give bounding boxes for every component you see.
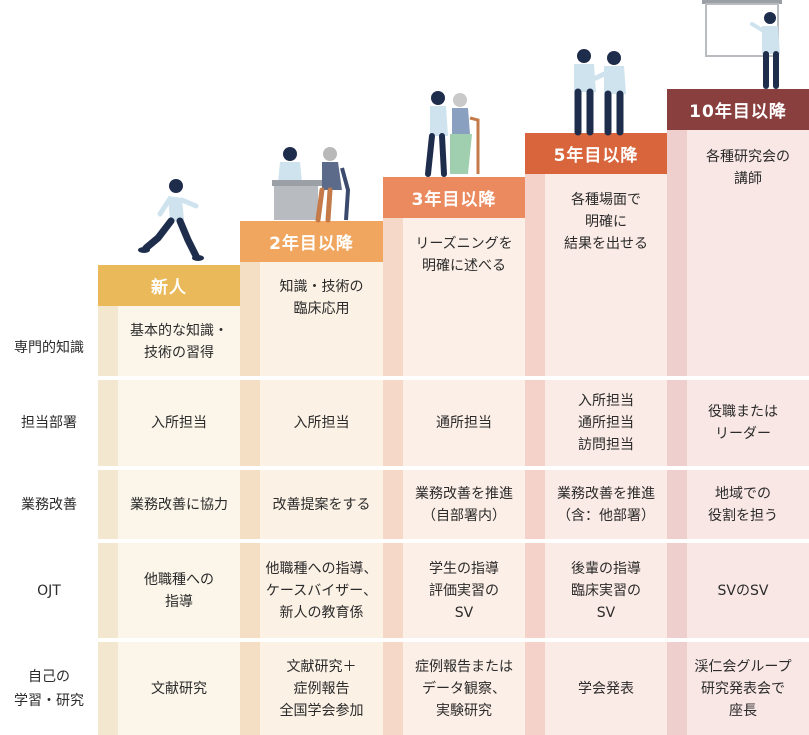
column-background-2 (240, 221, 383, 735)
knowledge-text-5: 各種研究会の 講師 (706, 149, 790, 187)
row-divider (0, 638, 809, 642)
row-divider (0, 466, 809, 470)
cell-ojt-4: 後輩の指導 臨床実習の SV (571, 560, 641, 621)
row-divider (0, 376, 809, 380)
column-background-5 (667, 89, 809, 735)
assisting-elderly-icon (425, 91, 480, 177)
knowledge-text-1: 基本的な知識・ 技術の習得 (130, 323, 228, 361)
cell-ojt-3: 学生の指導 評価実習の SV (429, 560, 499, 621)
knowledge-text-3: リーズニングを 明確に述べる (415, 236, 513, 274)
cell-self-study-3: 症例報告または データ観察、 実験研究 (415, 658, 513, 719)
cell-department-4: 入所担当 通所担当 訪問担当 (578, 393, 634, 453)
cell-improvement-5: 地域での 役割を担う (708, 485, 778, 524)
row-label-knowledge: 専門的知識 (14, 340, 84, 356)
consultation-icon (272, 147, 351, 223)
cell-self-study-4: 学会発表 (578, 680, 634, 697)
cell-ojt-1: 他職種への 指導 (144, 571, 214, 610)
running-person-icon (138, 179, 204, 261)
header-2nen: 2年目以降 (240, 221, 383, 262)
header-5nen: 5年目以降 (525, 133, 667, 174)
cell-self-study-1: 文献研究 (151, 680, 207, 697)
discussion-icon (574, 49, 626, 136)
header-shinjin: 新人 (98, 265, 240, 306)
knowledge-text-4: 各種場面で 明確に 結果を出せる (564, 192, 648, 252)
cell-department-3: 通所担当 (436, 415, 492, 431)
row-label-department: 担当部署 (21, 415, 77, 431)
cell-self-study-5: 渓仁会グループ 研究発表会で 座長 (694, 658, 792, 719)
row-divider (0, 539, 809, 543)
column-background-4 (525, 133, 667, 735)
cell-self-study-2: 文献研究＋ 症例報告 全国学会参加 (279, 658, 364, 719)
column-stripe-1 (98, 306, 118, 735)
column-stripe-2 (240, 262, 260, 735)
cell-department-5: 役職または リーダー (708, 404, 778, 442)
column-stripe-3 (383, 218, 403, 735)
header-3nen: 3年目以降 (383, 177, 525, 218)
knowledge-text-2: 知識・技術の 臨床応用 (279, 279, 364, 317)
header-10nen: 10年目以降 (667, 89, 809, 130)
row-label-self-study: 自己の 学習・研究 (14, 668, 84, 709)
cell-improvement-3: 業務改善を推進 （自部署内） (415, 485, 513, 524)
cell-department-1: 入所担当 (151, 415, 207, 431)
row-label-ojt: OJT (37, 582, 61, 599)
presenter-icon (702, 0, 782, 89)
row-label-improvement: 業務改善 (21, 496, 77, 513)
column-stripe-4 (525, 174, 545, 735)
cell-ojt-2: 他職種への指導、 ケースバイザー、 新人の教育係 (265, 560, 378, 621)
cell-department-2: 入所担当 (293, 415, 350, 431)
cell-ojt-5: SVのSV (717, 582, 769, 599)
column-background-3 (383, 177, 525, 735)
cell-improvement-4: 業務改善を推進 （含：他部署） (557, 485, 655, 524)
column-background-1 (98, 265, 240, 735)
cell-improvement-2: 改善提案をする (272, 496, 371, 513)
cell-improvement-1: 業務改善に協力 (130, 496, 228, 513)
column-stripe-5 (667, 130, 687, 735)
